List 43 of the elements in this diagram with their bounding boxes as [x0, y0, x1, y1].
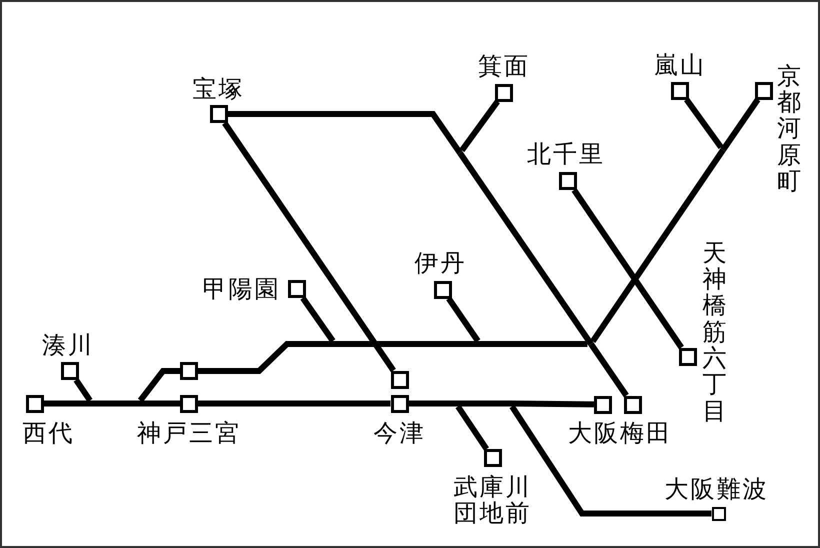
rail-line	[458, 151, 594, 346]
station-marker	[180, 362, 198, 380]
station-name: 大阪難波	[664, 476, 768, 502]
station-name: 湊川	[42, 332, 94, 358]
rail-line	[459, 100, 500, 152]
rail-line	[684, 98, 724, 150]
rail-line	[446, 296, 480, 343]
rail-line	[44, 400, 92, 406]
station-name: 今津	[374, 420, 426, 446]
rail-line	[510, 404, 712, 516]
rail-line	[138, 400, 180, 406]
rail-line	[92, 400, 138, 406]
rail-line	[228, 111, 462, 155]
station-name: 西代	[22, 420, 74, 446]
station-name: 北千里	[527, 140, 605, 167]
rail-line	[408, 400, 456, 406]
rail-line	[510, 400, 594, 408]
rail-line	[456, 400, 510, 406]
station-marker	[624, 396, 642, 414]
rail-line	[222, 121, 396, 372]
rail-line	[74, 378, 92, 402]
rail-line	[198, 400, 390, 406]
rail-line	[300, 296, 336, 343]
station-name: 箕面	[478, 53, 530, 80]
rail-line	[335, 341, 480, 347]
station-name: 大阪梅田	[568, 420, 672, 446]
rail-line	[590, 148, 726, 343]
station-name: 甲陽園	[202, 276, 280, 302]
station-name: 京都河原町	[777, 62, 801, 194]
station-name: 天神橋筋六丁目	[702, 240, 726, 424]
station-name: 神戸三宮	[137, 420, 241, 446]
station-marker	[390, 370, 408, 388]
rail-line	[480, 341, 588, 347]
rail-line	[138, 368, 180, 402]
rail-line	[198, 341, 335, 374]
rail-line	[572, 188, 684, 350]
station-name: 宝塚	[192, 76, 244, 102]
station-name: 武庫川団地前	[452, 474, 532, 527]
station-name: 嵐山	[654, 52, 706, 78]
rail-line	[588, 342, 629, 398]
rail-line	[456, 404, 489, 451]
rail-line	[720, 98, 760, 152]
station-name: 伊丹	[414, 250, 466, 276]
